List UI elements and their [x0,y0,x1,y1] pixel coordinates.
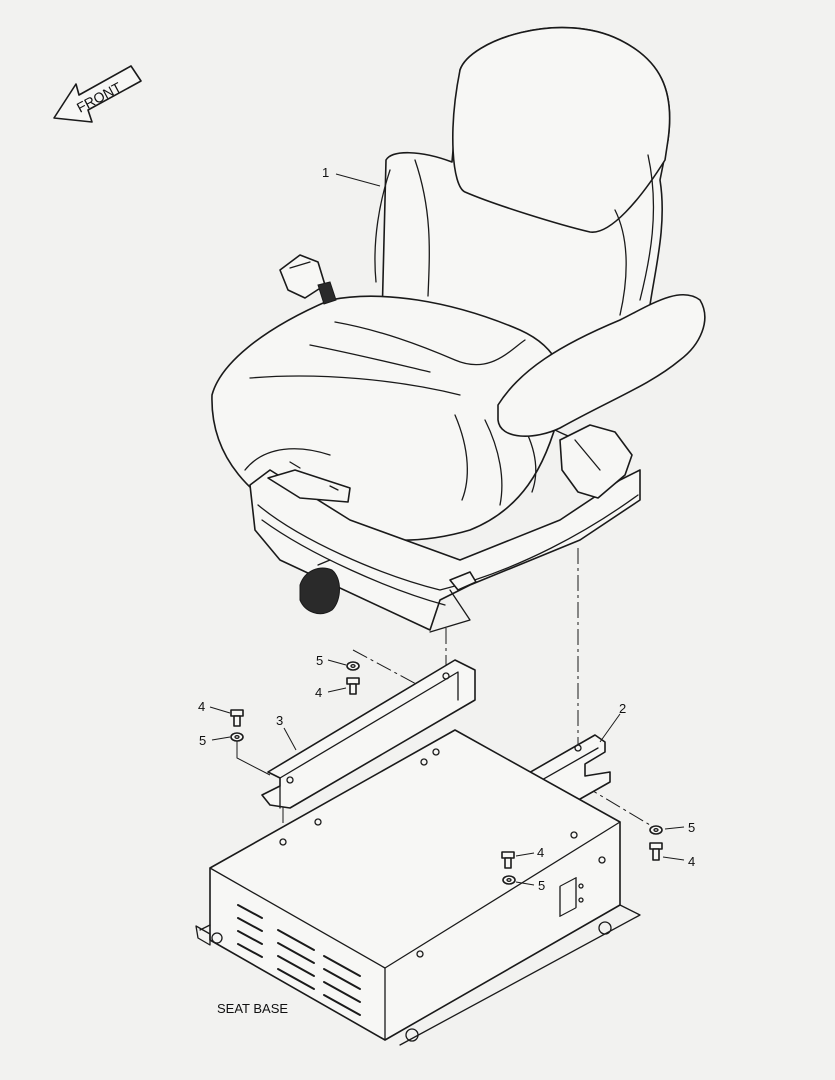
callout-5-center: 5 [538,878,545,893]
mounting-rail-left [261,659,476,809]
bolt-icon [230,709,244,727]
bolt-icon [649,842,663,861]
callout-labels: 1 2 3 5 4 4 5 5 4 4 5 [198,165,695,893]
bolt-icon [346,677,360,695]
callout-3: 3 [276,713,283,728]
operator-seat [211,26,706,633]
callout-2: 2 [619,701,626,716]
bolt-icon [501,851,515,869]
vent-louvres [237,904,361,1016]
front-arrow-icon: FRONT [53,65,142,123]
hardware-bolts-washers [230,661,663,885]
callout-5-top: 5 [316,653,323,668]
seat-base-label: SEAT BASE [217,1001,288,1016]
callout-4-top: 4 [315,685,322,700]
washer-icon [230,732,244,742]
callout-4-right: 4 [688,854,695,869]
seat-base: SEAT BASE [195,729,641,1046]
washer-icon [649,825,663,835]
callout-4-left: 4 [198,699,205,714]
washer-icon [502,875,516,885]
callout-4-center: 4 [537,845,544,860]
callout-5-right: 5 [688,820,695,835]
washer-icon [346,661,360,671]
callout-1: 1 [322,165,329,180]
callout-5-left: 5 [199,733,206,748]
